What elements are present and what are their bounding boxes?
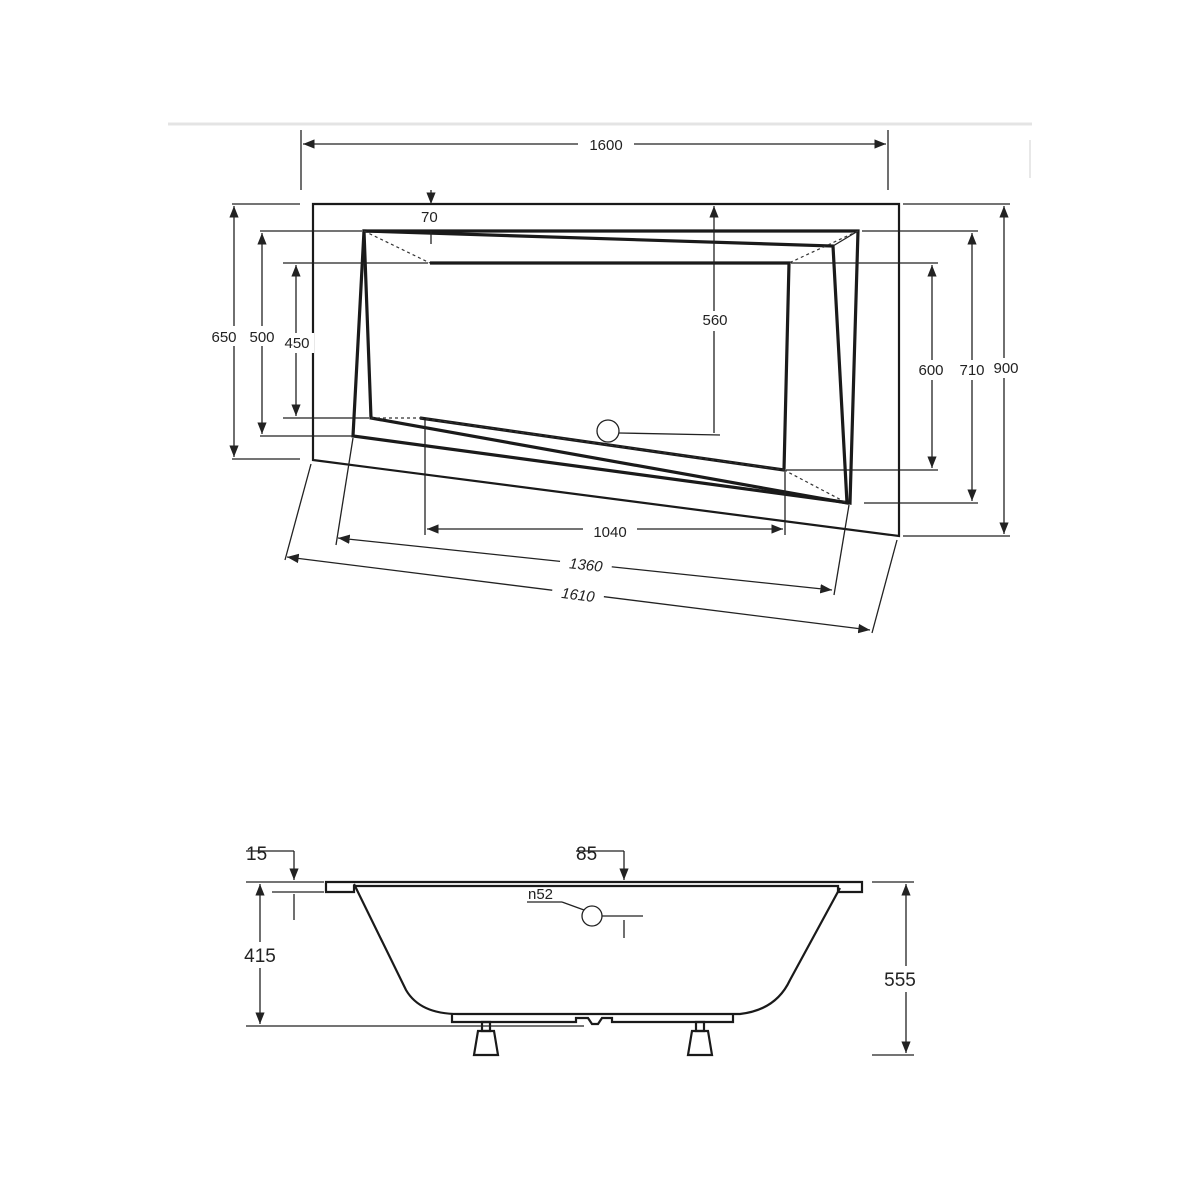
- ext-line: [284, 463, 312, 561]
- dim-label-70: 70: [421, 209, 438, 226]
- tub-outer-outline: [311, 202, 901, 538]
- dim-label-650: 650: [211, 329, 236, 346]
- tub-base-plate: [450, 1014, 735, 1026]
- ext-line: [833, 504, 850, 596]
- basin-edge: [362, 229, 849, 505]
- slope-dash-tr: [788, 230, 859, 264]
- dim-label-600: 600: [918, 362, 943, 379]
- corner-line-tr: [832, 230, 859, 247]
- leg-left-foot: [472, 1029, 500, 1057]
- tub-body-side: [353, 883, 841, 1016]
- dim-label-560: 560: [702, 312, 727, 329]
- dim-label-500: 500: [249, 329, 274, 346]
- overflow-drain-icon: [581, 905, 603, 927]
- drain-ref-line: [618, 432, 721, 436]
- ext-line: [335, 437, 354, 546]
- dim-label-85: 85: [576, 844, 597, 865]
- dim-label-1360: 1360: [568, 555, 604, 575]
- dim-label-15: 15: [246, 844, 267, 865]
- side-view: n52 15 85 415 555: [240, 844, 922, 1057]
- top-view: 1600 70 650 500 450 560 600: [168, 122, 1032, 634]
- drain-leader: [561, 901, 585, 911]
- leg-right-foot: [686, 1029, 714, 1057]
- tub-rim-inner: [351, 229, 860, 505]
- tub-rim-side: [324, 880, 864, 894]
- ext-line: [871, 539, 898, 634]
- basin-floor: [419, 261, 791, 472]
- drain-icon: [596, 419, 620, 443]
- drain-label-n52: n52: [528, 886, 553, 903]
- dim-label-1600: 1600: [589, 137, 622, 154]
- dim-label-710: 710: [959, 362, 984, 379]
- slope-dash-tl: [363, 230, 431, 264]
- dim-label-1040: 1040: [593, 524, 626, 541]
- leg-right-stem: [694, 1020, 706, 1033]
- dim-label-450: 450: [284, 335, 309, 352]
- dim-label-900: 900: [993, 360, 1018, 377]
- dim-label-555: 555: [884, 970, 916, 991]
- dim-label-415: 415: [244, 946, 276, 967]
- floor-bottom-dash: [419, 417, 785, 471]
- dim-label-1610: 1610: [560, 585, 596, 606]
